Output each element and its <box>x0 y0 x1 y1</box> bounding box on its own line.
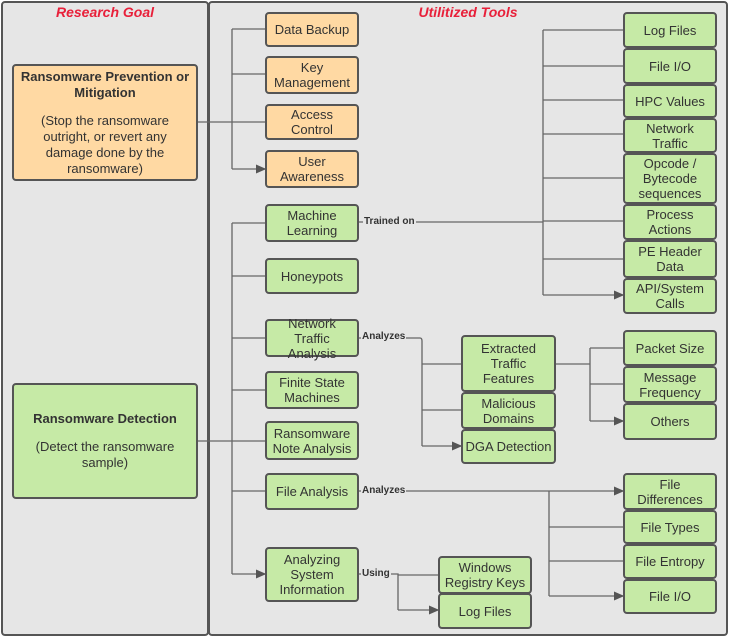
traffic-others: Others <box>623 403 717 440</box>
goal-prevention-desc: (Stop the ransomware outright, or revert… <box>41 112 169 176</box>
goal-prevention-title: Ransomware Prevention or Mitigation <box>20 68 190 100</box>
system-windows-registry-keys: Windows Registry Keys <box>438 556 532 594</box>
tool-honeypots: Honeypots <box>265 258 359 294</box>
ml-feature-hpc-values: HPC Values <box>623 84 717 118</box>
edge-label-analyzes-nta: Analyzes <box>361 331 407 343</box>
file-differences: File Differences <box>623 473 717 510</box>
tool-file-analysis: File Analysis <box>265 473 359 510</box>
ml-feature-network-traffic: Network Traffic <box>623 118 717 153</box>
ml-feature-api-system-calls: API/System Calls <box>623 278 717 314</box>
goal-detection: Ransomware Detection (Detect the ransomw… <box>12 383 198 499</box>
ml-feature-opcode-sequences: Opcode / Bytecode sequences <box>623 153 717 204</box>
tool-key-management: Key Management <box>265 56 359 94</box>
tool-user-awareness: User Awareness <box>265 150 359 188</box>
traffic-packet-size: Packet Size <box>623 330 717 366</box>
ml-feature-process-actions: Process Actions <box>623 204 717 240</box>
edge-label-analyzes-file: Analyzes <box>361 485 407 497</box>
system-log-files: Log Files <box>438 593 532 629</box>
tool-finite-state-machines: Finite State Machines <box>265 371 359 409</box>
goal-detection-desc: (Detect the ransomware sample) <box>35 439 175 470</box>
nta-extracted-traffic-features: Extracted Traffic Features <box>461 335 556 392</box>
research-goal-title: Research Goal <box>55 4 155 20</box>
edge-label-trained-on: Trained on <box>363 216 416 228</box>
tool-access-control: Access Control <box>265 104 359 140</box>
file-io: File I/O <box>623 579 717 614</box>
file-entropy: File Entropy <box>623 544 717 579</box>
file-types: File Types <box>623 510 717 544</box>
tool-network-traffic-analysis: Network Traffic Analysis <box>265 316 359 361</box>
tool-data-backup: Data Backup <box>265 12 359 47</box>
goal-prevention: Ransomware Prevention or Mitigation (Sto… <box>12 64 198 181</box>
utilized-tools-title: Utilitized Tools <box>418 4 518 20</box>
edge-label-using: Using <box>361 568 391 580</box>
ml-feature-file-io: File I/O <box>623 48 717 84</box>
goal-detection-title: Ransomware Detection <box>33 411 177 426</box>
tool-machine-learning: Machine Learning <box>265 204 359 242</box>
tool-analyzing-system-information: Analyzing System Information <box>265 547 359 602</box>
tool-ransomware-note-analysis: Ransomware Note Analysis <box>265 421 359 460</box>
ml-feature-log-files: Log Files <box>623 12 717 48</box>
ml-feature-pe-header-data: PE Header Data <box>623 240 717 278</box>
nta-malicious-domains: Malicious Domains <box>461 392 556 429</box>
traffic-message-frequency: Message Frequency <box>623 366 717 403</box>
nta-dga-detection: DGA Detection <box>461 429 556 464</box>
